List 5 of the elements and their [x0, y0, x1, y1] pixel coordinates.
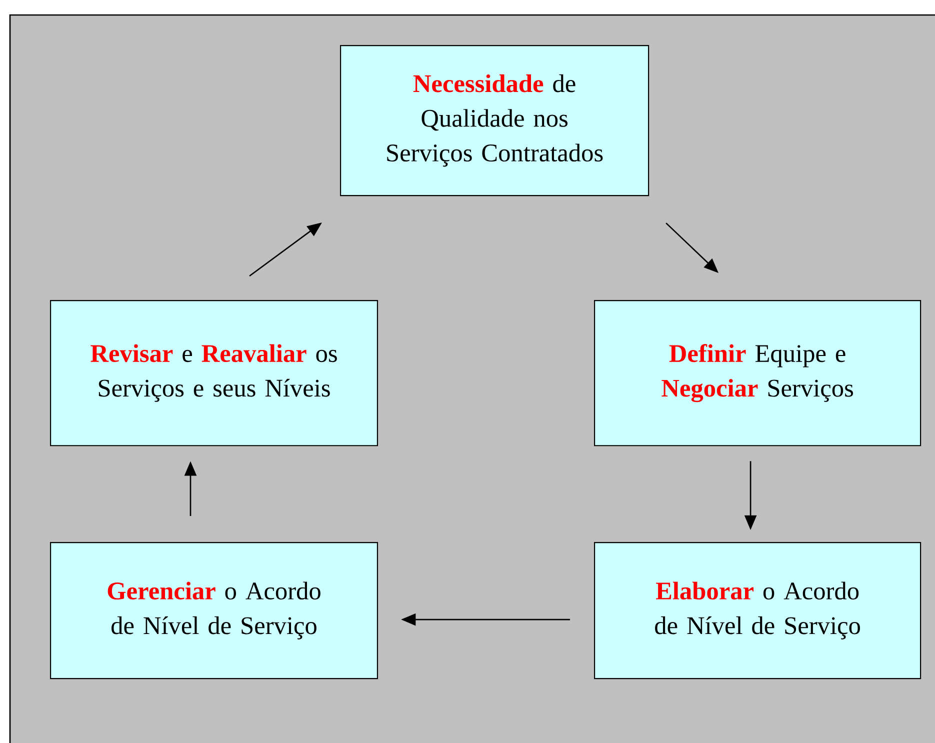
process-box: Gerenciar o Acordo de Nível de Serviço [50, 542, 378, 680]
process-box: Revisar e Reavaliar os Serviços e seus Níveis [50, 300, 378, 446]
process-box: Necessidade de Qualidade nos Serviços Contratados [340, 45, 650, 196]
process-box: Elaborar o Acordo de Nível de Serviço [594, 542, 922, 680]
process-box: Definir Equipe e Negociar Serviços [594, 300, 922, 446]
